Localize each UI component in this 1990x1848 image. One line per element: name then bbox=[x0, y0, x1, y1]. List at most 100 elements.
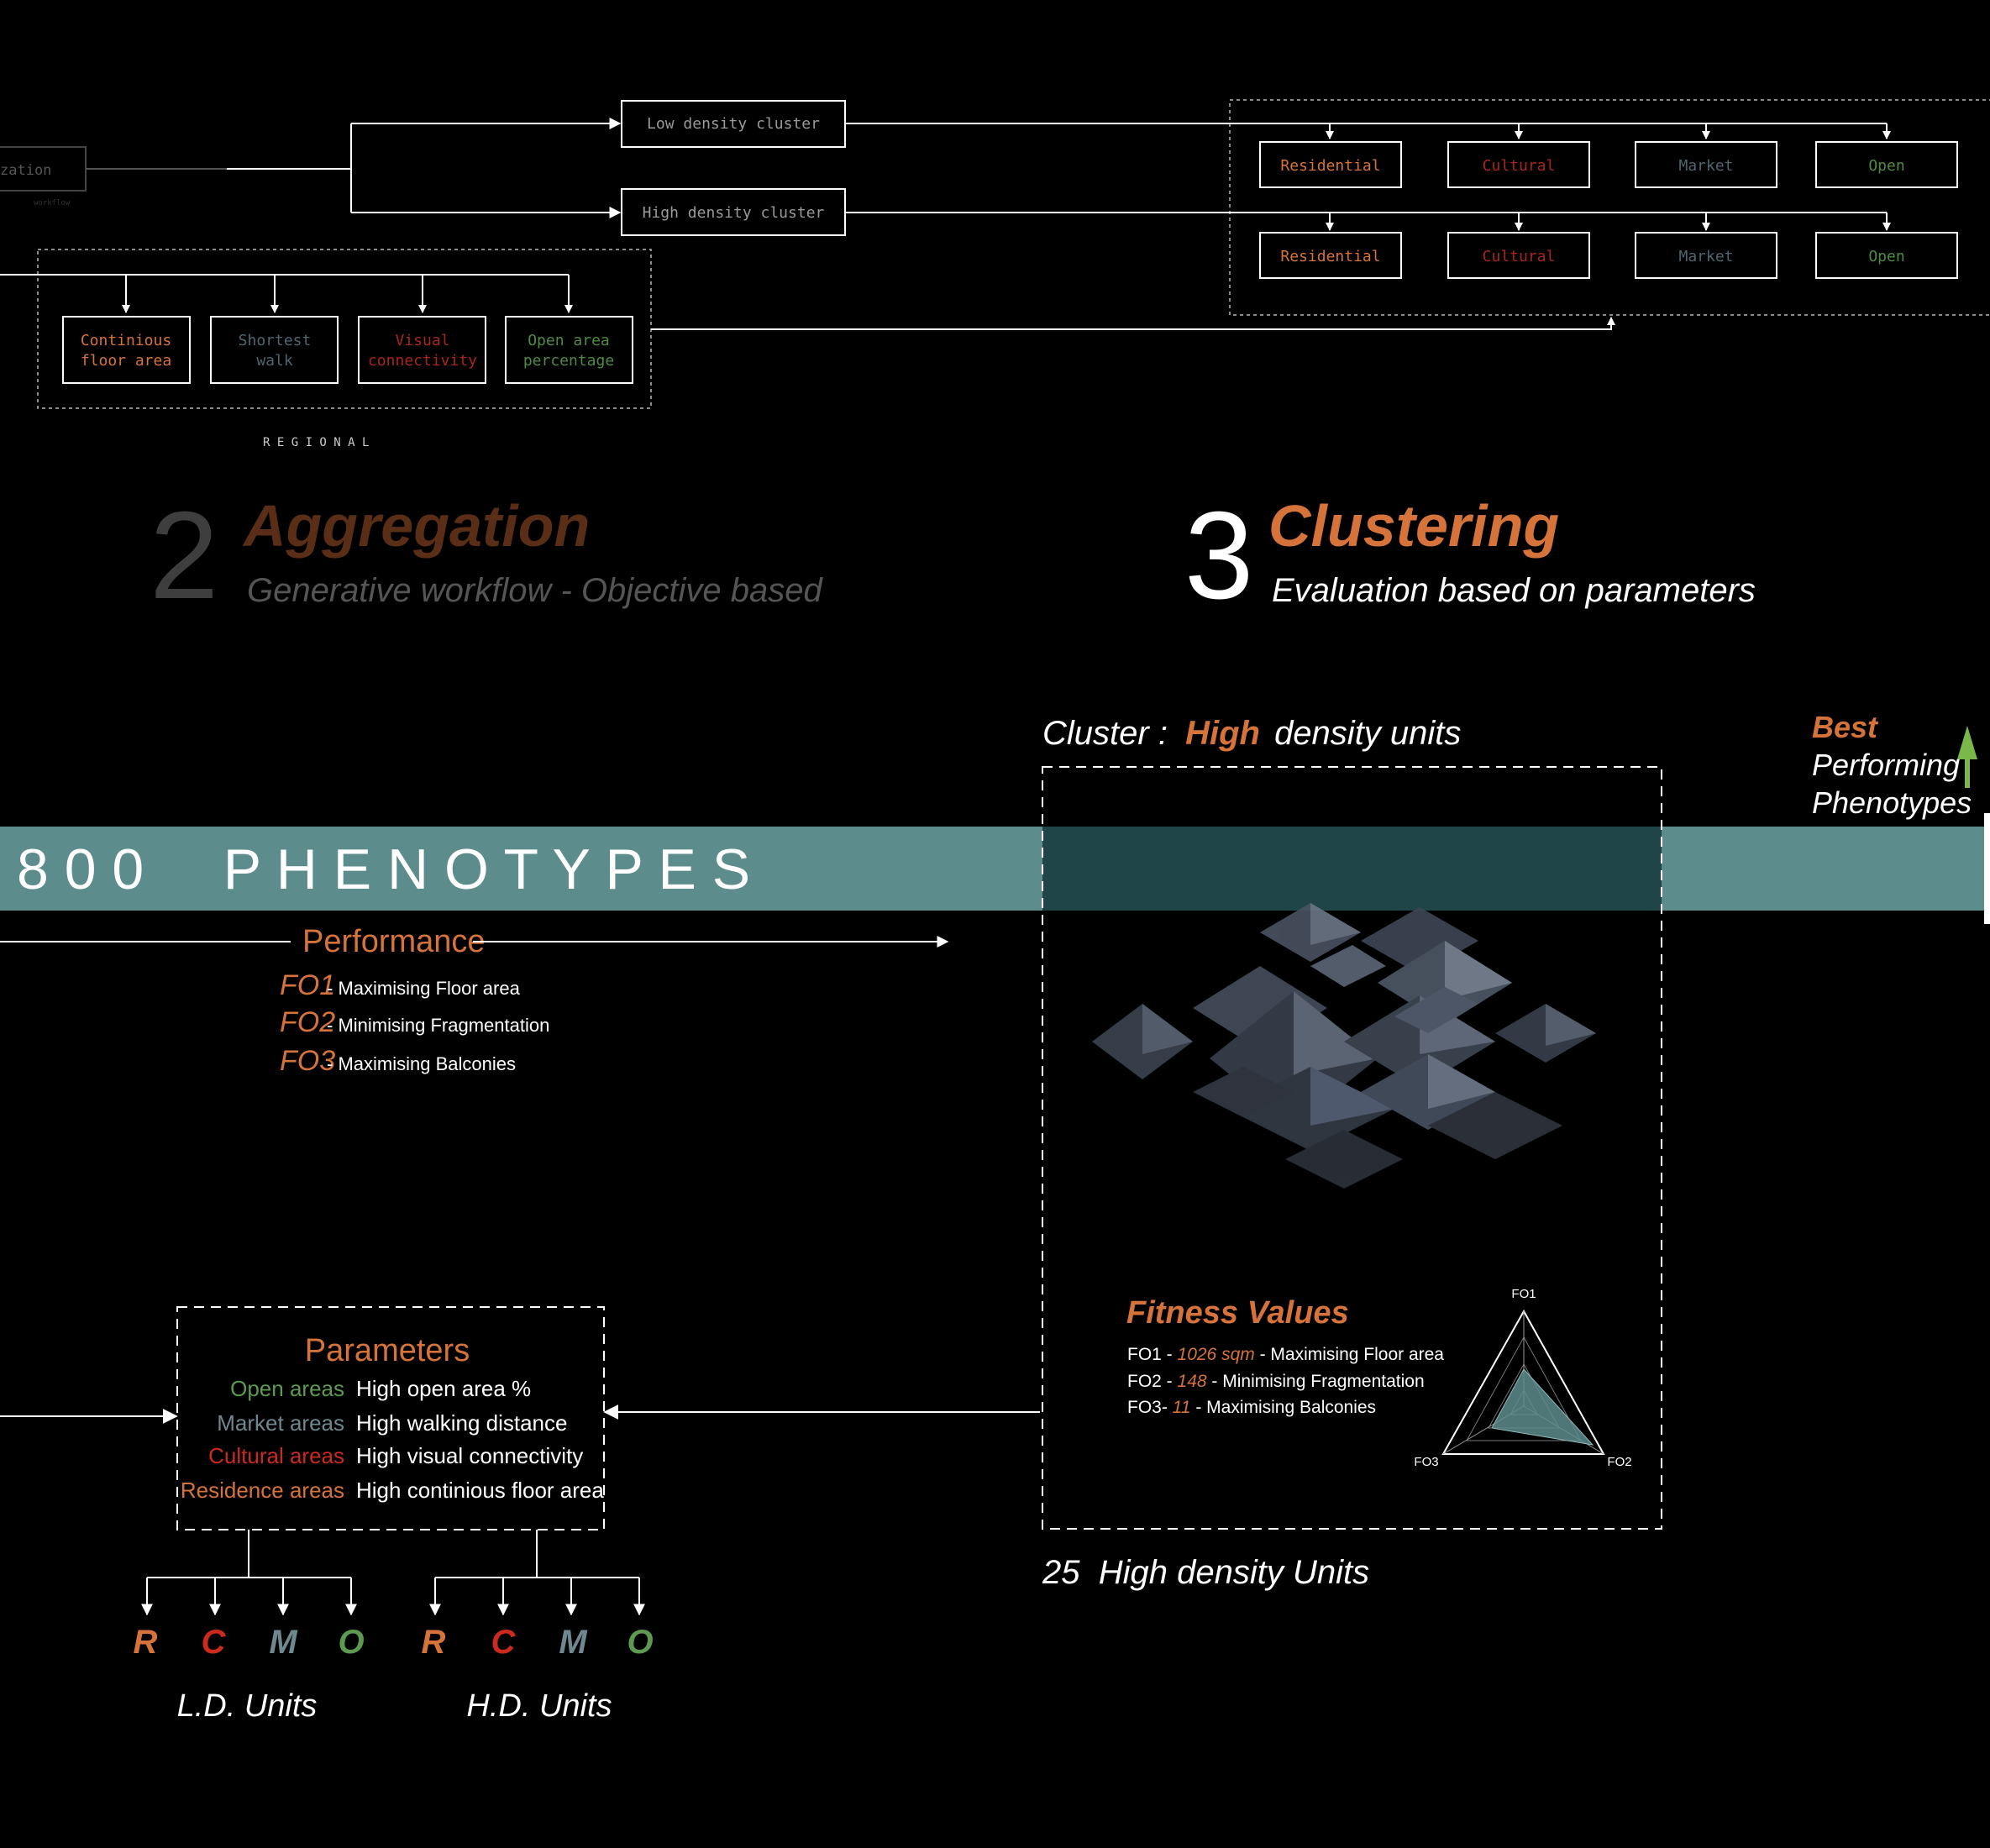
fitness-text: - Maximising Balconies bbox=[1190, 1398, 1376, 1417]
objective-box bbox=[358, 316, 486, 384]
objective-text: - Minimising Fragmentation bbox=[327, 1015, 549, 1036]
up-arrow-icon bbox=[1957, 726, 1977, 788]
zone-box bbox=[1815, 141, 1958, 188]
massing-model bbox=[1092, 903, 1596, 1189]
zone-label-open: Open bbox=[1868, 157, 1904, 175]
phenotypes-band-label: 8 0 0 P H E N O T Y P E S bbox=[17, 837, 750, 901]
fitness-code: FO3- bbox=[1127, 1398, 1173, 1417]
best-performing-note: Best Performing Phenotypes bbox=[1812, 710, 1977, 820]
source-node-sublabel: workflow bbox=[34, 199, 71, 207]
fitness-text: - Maximising Floor area bbox=[1255, 1345, 1445, 1364]
high-zone-row: Residential Cultural Market Open bbox=[1259, 232, 1958, 279]
objective-text: - Maximising Balconies bbox=[327, 1053, 516, 1074]
parameter-desc: High open area % bbox=[356, 1376, 531, 1401]
radar-axis-label: FO3 bbox=[1414, 1455, 1438, 1469]
cluster-frame bbox=[1042, 766, 1662, 1530]
zone-box bbox=[1259, 232, 1402, 279]
parameter-area: Cultural areas bbox=[208, 1443, 344, 1468]
parameter-desc: High walking distance bbox=[356, 1410, 567, 1436]
objective-box bbox=[505, 316, 633, 384]
fitness-value: 148 bbox=[1178, 1372, 1207, 1391]
objective-code: FO2 bbox=[280, 1006, 335, 1038]
parameters-title: Parameters bbox=[305, 1333, 470, 1368]
parameter-area: Market areas bbox=[217, 1410, 344, 1436]
phenotypes-band: 8 0 0 P H E N O T Y P E S bbox=[0, 813, 1990, 924]
cluster-title-highlight: High bbox=[1185, 715, 1260, 752]
radar-area bbox=[1491, 1368, 1594, 1446]
objective-code: FO1 bbox=[280, 969, 335, 1001]
low-zone-row: Residential Cultural Market Open bbox=[1259, 141, 1958, 188]
best-line: Performing bbox=[1812, 748, 1960, 782]
section-subtitle: Evaluation based on parameters bbox=[1272, 572, 1756, 609]
objective-box bbox=[62, 316, 191, 384]
fitness-code: FO1 - bbox=[1127, 1345, 1178, 1364]
workflow-top: zation workflow Low density cluster High… bbox=[0, 99, 1990, 449]
objective-box bbox=[210, 316, 339, 384]
zone-label-cultural: Cultural bbox=[1483, 248, 1556, 265]
zone-label-market: Market bbox=[1678, 157, 1733, 175]
hd-tree bbox=[429, 1530, 645, 1616]
hd-units-label: H.D. Units bbox=[466, 1688, 612, 1724]
zone-box bbox=[1447, 141, 1590, 188]
section-title: Aggregation bbox=[242, 493, 590, 559]
section-subtitle: Generative workflow - Objective based bbox=[247, 572, 824, 609]
zone-box bbox=[1635, 232, 1777, 279]
source-node-label: zation bbox=[0, 162, 51, 179]
cluster-highlight bbox=[1042, 827, 1662, 911]
zone-label-cultural: Cultural bbox=[1483, 157, 1556, 175]
unit-letter-c: C bbox=[491, 1624, 517, 1661]
zone-box bbox=[1259, 141, 1402, 188]
high-cluster-label: High density cluster bbox=[643, 204, 825, 222]
radar-chart: FO1 FO2 FO3 bbox=[1414, 1287, 1631, 1469]
unit-letter-o: O bbox=[338, 1624, 364, 1661]
fitness-title: Fitness Values bbox=[1126, 1295, 1349, 1331]
ld-tree bbox=[141, 1530, 357, 1616]
parameters-frame bbox=[176, 1306, 605, 1530]
objective-label: Open area bbox=[528, 332, 610, 349]
fitness-row: FO1 - 1026 sqm - Maximising Floor area bbox=[1127, 1345, 1444, 1364]
section-number: 2 bbox=[150, 486, 218, 625]
unit-letter-m: M bbox=[559, 1624, 588, 1661]
objective-label: Continious bbox=[81, 332, 171, 349]
section-title: Clustering bbox=[1268, 493, 1559, 559]
parameters-block: Parameters Open areas High open area % M… bbox=[0, 1306, 1040, 1724]
scale-label: R E G I O N A L bbox=[263, 436, 369, 449]
zone-box bbox=[1815, 232, 1958, 279]
objective-label: Visual bbox=[395, 332, 449, 349]
cluster-panel: Cluster : High density units bbox=[1042, 715, 1662, 1591]
objectives-to-zones bbox=[651, 317, 1615, 330]
clustering-heading: 3 Clustering Evaluation based on paramet… bbox=[1184, 486, 1756, 625]
parameter-area: Open areas bbox=[230, 1376, 344, 1401]
objective-label: floor area bbox=[81, 352, 171, 370]
best-line: Phenotypes bbox=[1812, 785, 1972, 820]
objective-label: walk bbox=[256, 352, 293, 370]
band-end-marker bbox=[1984, 813, 1990, 924]
zone-label-market: Market bbox=[1678, 248, 1733, 265]
unit-letter-r: R bbox=[422, 1624, 446, 1661]
fitness-value: 11 bbox=[1173, 1398, 1191, 1417]
objective-boxes: Continious floor area Shortest walk Visu… bbox=[62, 316, 633, 384]
objectives-container bbox=[37, 249, 652, 409]
best-title: Best bbox=[1812, 710, 1879, 744]
cluster-title-prefix: Cluster : bbox=[1042, 715, 1168, 752]
unit-letter-o: O bbox=[627, 1624, 653, 1661]
objective-label: Shortest bbox=[239, 332, 312, 349]
zone-label-residential: Residential bbox=[1280, 157, 1380, 175]
zone-type-container bbox=[1229, 99, 1990, 316]
objective-code: FO3 bbox=[280, 1045, 335, 1077]
performance-label: Performance bbox=[302, 924, 486, 959]
zone-label-open: Open bbox=[1868, 248, 1904, 265]
cluster-title: Cluster : High density units bbox=[1042, 715, 1461, 752]
radar-axis-label: FO2 bbox=[1607, 1455, 1631, 1469]
cluster-caption: 25 High density Units bbox=[1042, 1554, 1369, 1591]
performance-block: Performance FO1 - Maximising Floor area … bbox=[0, 924, 949, 1077]
low-cluster-label: Low density cluster bbox=[647, 115, 820, 133]
parameter-desc: High continious floor area bbox=[356, 1478, 604, 1503]
zone-box bbox=[1635, 141, 1777, 188]
cluster-title-suffix: density units bbox=[1274, 715, 1461, 752]
ld-units-label: L.D. Units bbox=[177, 1688, 318, 1724]
objective-label: percentage bbox=[523, 352, 614, 370]
objective-text: - Maximising Floor area bbox=[327, 978, 521, 999]
